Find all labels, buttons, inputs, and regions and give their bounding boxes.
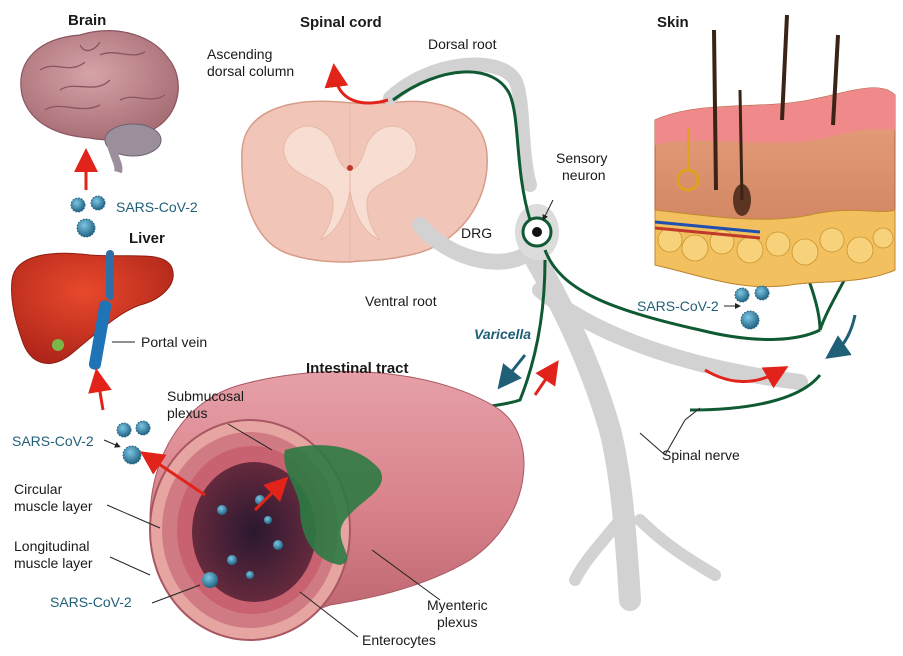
label-circular-2: muscle layer bbox=[14, 498, 93, 515]
label-drg: DRG bbox=[461, 225, 492, 242]
varicella-teal-arrow bbox=[505, 355, 525, 380]
label-myenteric-2: plexus bbox=[437, 614, 477, 631]
label-portal-vein: Portal vein bbox=[141, 334, 207, 351]
skin-illustration bbox=[655, 15, 895, 287]
virus-label-brain: SARS-CoV-2 bbox=[116, 199, 198, 215]
title-intestinal-tract: Intestinal tract bbox=[306, 360, 409, 377]
title-liver: Liver bbox=[129, 230, 165, 247]
virus-cluster-intestine bbox=[117, 421, 150, 464]
virus-cluster-brain bbox=[71, 196, 105, 237]
label-sensory-1: Sensory bbox=[556, 150, 607, 167]
dorsal-column-red-arrow bbox=[335, 75, 388, 103]
label-submucosal-2: plexus bbox=[167, 405, 207, 422]
label-ascending-1: Ascending bbox=[207, 46, 272, 63]
label-dorsal-root: Dorsal root bbox=[428, 36, 496, 53]
gut-virus-pointer bbox=[104, 440, 118, 446]
liver-red-arrow bbox=[98, 380, 103, 410]
brain-illustration bbox=[21, 31, 178, 172]
title-skin: Skin bbox=[657, 14, 689, 31]
virus-label-skin: SARS-CoV-2 bbox=[637, 298, 719, 314]
label-ventral-root: Ventral root bbox=[365, 293, 437, 310]
liver-illustration bbox=[12, 250, 174, 371]
varicella-red-arrow bbox=[535, 370, 552, 395]
label-longitudinal-2: muscle layer bbox=[14, 555, 93, 572]
label-spinal-nerve: Spinal nerve bbox=[662, 447, 740, 464]
label-longitudinal-1: Longitudinal bbox=[14, 538, 90, 555]
label-ascending-2: dorsal column bbox=[207, 63, 294, 80]
label-enterocytes: Enterocytes bbox=[362, 632, 436, 649]
title-brain: Brain bbox=[68, 12, 106, 29]
spinal-cord-illustration bbox=[242, 101, 487, 262]
virus-label-intestine: SARS-CoV-2 bbox=[12, 433, 94, 449]
skin-teal-arrow bbox=[835, 315, 855, 352]
label-submucosal-1: Submucosal bbox=[167, 388, 244, 405]
label-circular-1: Circular bbox=[14, 481, 62, 498]
title-spinal-cord: Spinal cord bbox=[300, 14, 382, 31]
virus-label-lumen: SARS-CoV-2 bbox=[50, 594, 132, 610]
label-varicella: Varicella bbox=[474, 326, 531, 342]
label-myenteric-1: Myenteric bbox=[427, 597, 488, 614]
virus-cluster-skin bbox=[735, 286, 769, 329]
label-sensory-2: neuron bbox=[562, 167, 606, 184]
